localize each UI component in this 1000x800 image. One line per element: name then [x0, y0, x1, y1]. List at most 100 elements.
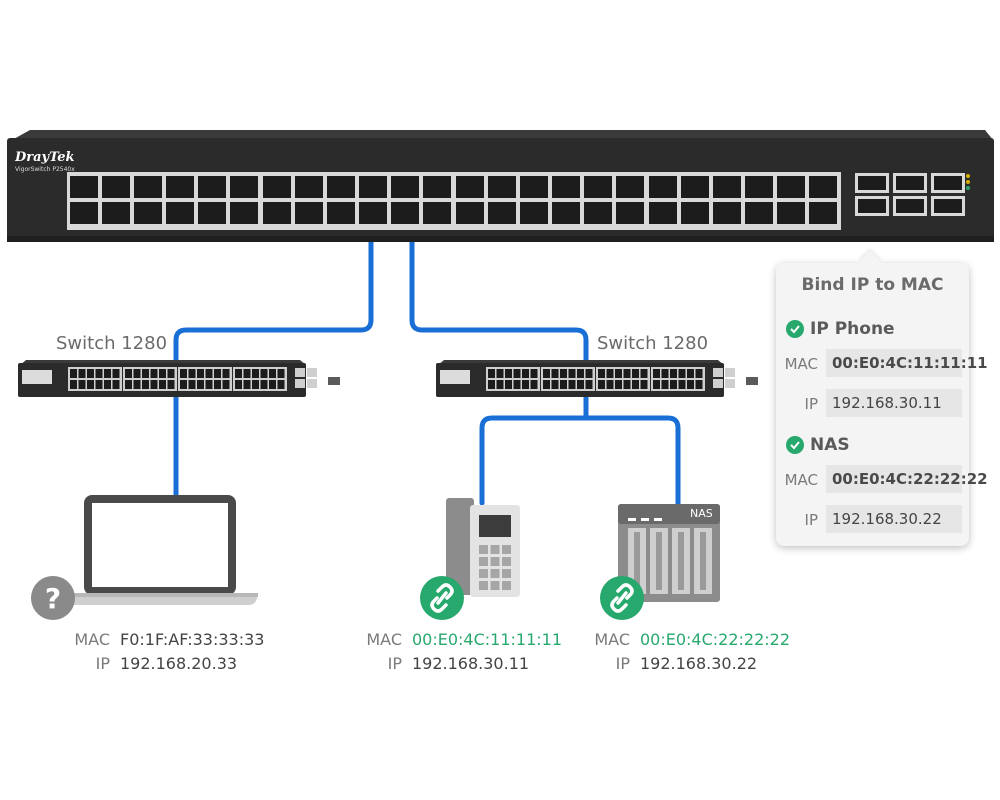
ethernet-port — [188, 369, 196, 378]
ethernet-port — [260, 380, 268, 389]
sfp-port — [307, 379, 317, 388]
ethernet-port — [584, 202, 612, 224]
ethernet-port — [277, 369, 285, 378]
ethernet-port — [167, 380, 175, 389]
entry-ip-value: 192.168.30.22 — [826, 505, 962, 533]
ethernet-port — [252, 380, 259, 389]
sfp-port — [858, 176, 886, 190]
ethernet-port — [488, 202, 516, 224]
ethernet-port — [87, 380, 94, 389]
ethernet-port — [543, 369, 550, 378]
keypad-key — [479, 557, 488, 566]
ethernet-port — [166, 202, 194, 224]
ethernet-port — [513, 369, 521, 378]
entry-nas-header: NAS — [786, 435, 850, 455]
keypad-key — [502, 581, 511, 590]
ethernet-port — [653, 380, 660, 389]
sfp-port — [934, 176, 962, 190]
keypad-key — [502, 545, 511, 554]
ethernet-port — [777, 176, 805, 198]
cable-main-to-switch-left — [173, 235, 374, 365]
ethernet-port — [102, 202, 130, 224]
main-switch-model: VigorSwitch P2540x — [15, 166, 75, 173]
ethernet-port — [606, 380, 614, 389]
ethernet-port — [687, 369, 694, 378]
ethernet-port — [615, 380, 622, 389]
ethernet-port — [150, 369, 158, 378]
panel-title: Bind IP to MAC — [801, 275, 944, 295]
ethernet-port — [661, 369, 669, 378]
ethernet-port — [359, 176, 387, 198]
ethernet-port — [166, 176, 194, 198]
ethernet-port — [230, 176, 258, 198]
ethernet-port — [70, 369, 77, 378]
ethernet-port — [777, 202, 805, 224]
ethernet-port — [560, 369, 567, 378]
ethernet-port — [133, 369, 141, 378]
ip-phone-ip: 192.168.30.11 — [412, 654, 530, 673]
ethernet-port — [188, 380, 196, 389]
ip-label: IP — [804, 511, 818, 529]
ethernet-port — [95, 380, 103, 389]
entry-mac-value: 00:E0:4C:22:22:22 — [826, 465, 988, 493]
ethernet-port — [488, 369, 495, 378]
ethernet-port — [543, 380, 550, 389]
ethernet-port — [496, 380, 504, 389]
ethernet-port — [391, 202, 419, 224]
ethernet-port — [606, 369, 614, 378]
ip-phone-icon — [446, 498, 520, 597]
ethernet-port — [214, 369, 221, 378]
ethernet-port — [104, 380, 111, 389]
sfp-port — [713, 379, 723, 388]
switch-1280-right — [436, 360, 758, 397]
question-icon: ? — [31, 576, 75, 620]
ethernet-port — [243, 380, 251, 389]
ethernet-port — [745, 176, 773, 198]
ethernet-port — [520, 176, 548, 198]
ethernet-port — [584, 176, 612, 198]
ethernet-port — [269, 369, 276, 378]
link-icon — [600, 576, 644, 620]
ethernet-port — [670, 369, 677, 378]
ip-label: IP — [95, 654, 110, 673]
ethernet-port — [577, 380, 584, 389]
ethernet-port — [585, 369, 593, 378]
ethernet-port — [598, 380, 605, 389]
ethernet-port — [488, 380, 495, 389]
mac-label: MAC — [74, 630, 110, 649]
ethernet-port — [125, 380, 132, 389]
ethernet-port — [222, 369, 230, 378]
ethernet-port — [616, 176, 644, 198]
ethernet-port — [235, 369, 242, 378]
main-switch-sfp — [855, 173, 965, 216]
ethernet-port — [327, 202, 355, 224]
ethernet-port — [159, 380, 166, 389]
switch-label-right: Switch 1280 — [597, 333, 709, 354]
ethernet-port — [670, 380, 677, 389]
entry-mac-value: 00:E0:4C:11:11:11 — [826, 349, 988, 377]
ethernet-port — [205, 369, 213, 378]
ip-label: IP — [387, 654, 402, 673]
ethernet-port — [551, 380, 559, 389]
ethernet-port — [713, 202, 741, 224]
sfp-port — [725, 368, 735, 377]
ethernet-port — [205, 380, 213, 389]
laptop-icon — [62, 495, 258, 605]
ethernet-port — [530, 380, 538, 389]
ethernet-port — [198, 176, 226, 198]
ethernet-port — [295, 176, 323, 198]
ethernet-port — [632, 380, 639, 389]
ethernet-port — [263, 202, 291, 224]
ethernet-port — [522, 380, 529, 389]
ethernet-port — [568, 369, 576, 378]
cable-to-nas — [583, 415, 681, 508]
ethernet-port — [530, 369, 538, 378]
ethernet-port — [505, 380, 512, 389]
ethernet-port — [112, 369, 120, 378]
keypad-key — [490, 569, 500, 578]
switch-1280-left — [18, 360, 340, 397]
sfp-port — [934, 199, 962, 213]
ethernet-port — [681, 176, 709, 198]
